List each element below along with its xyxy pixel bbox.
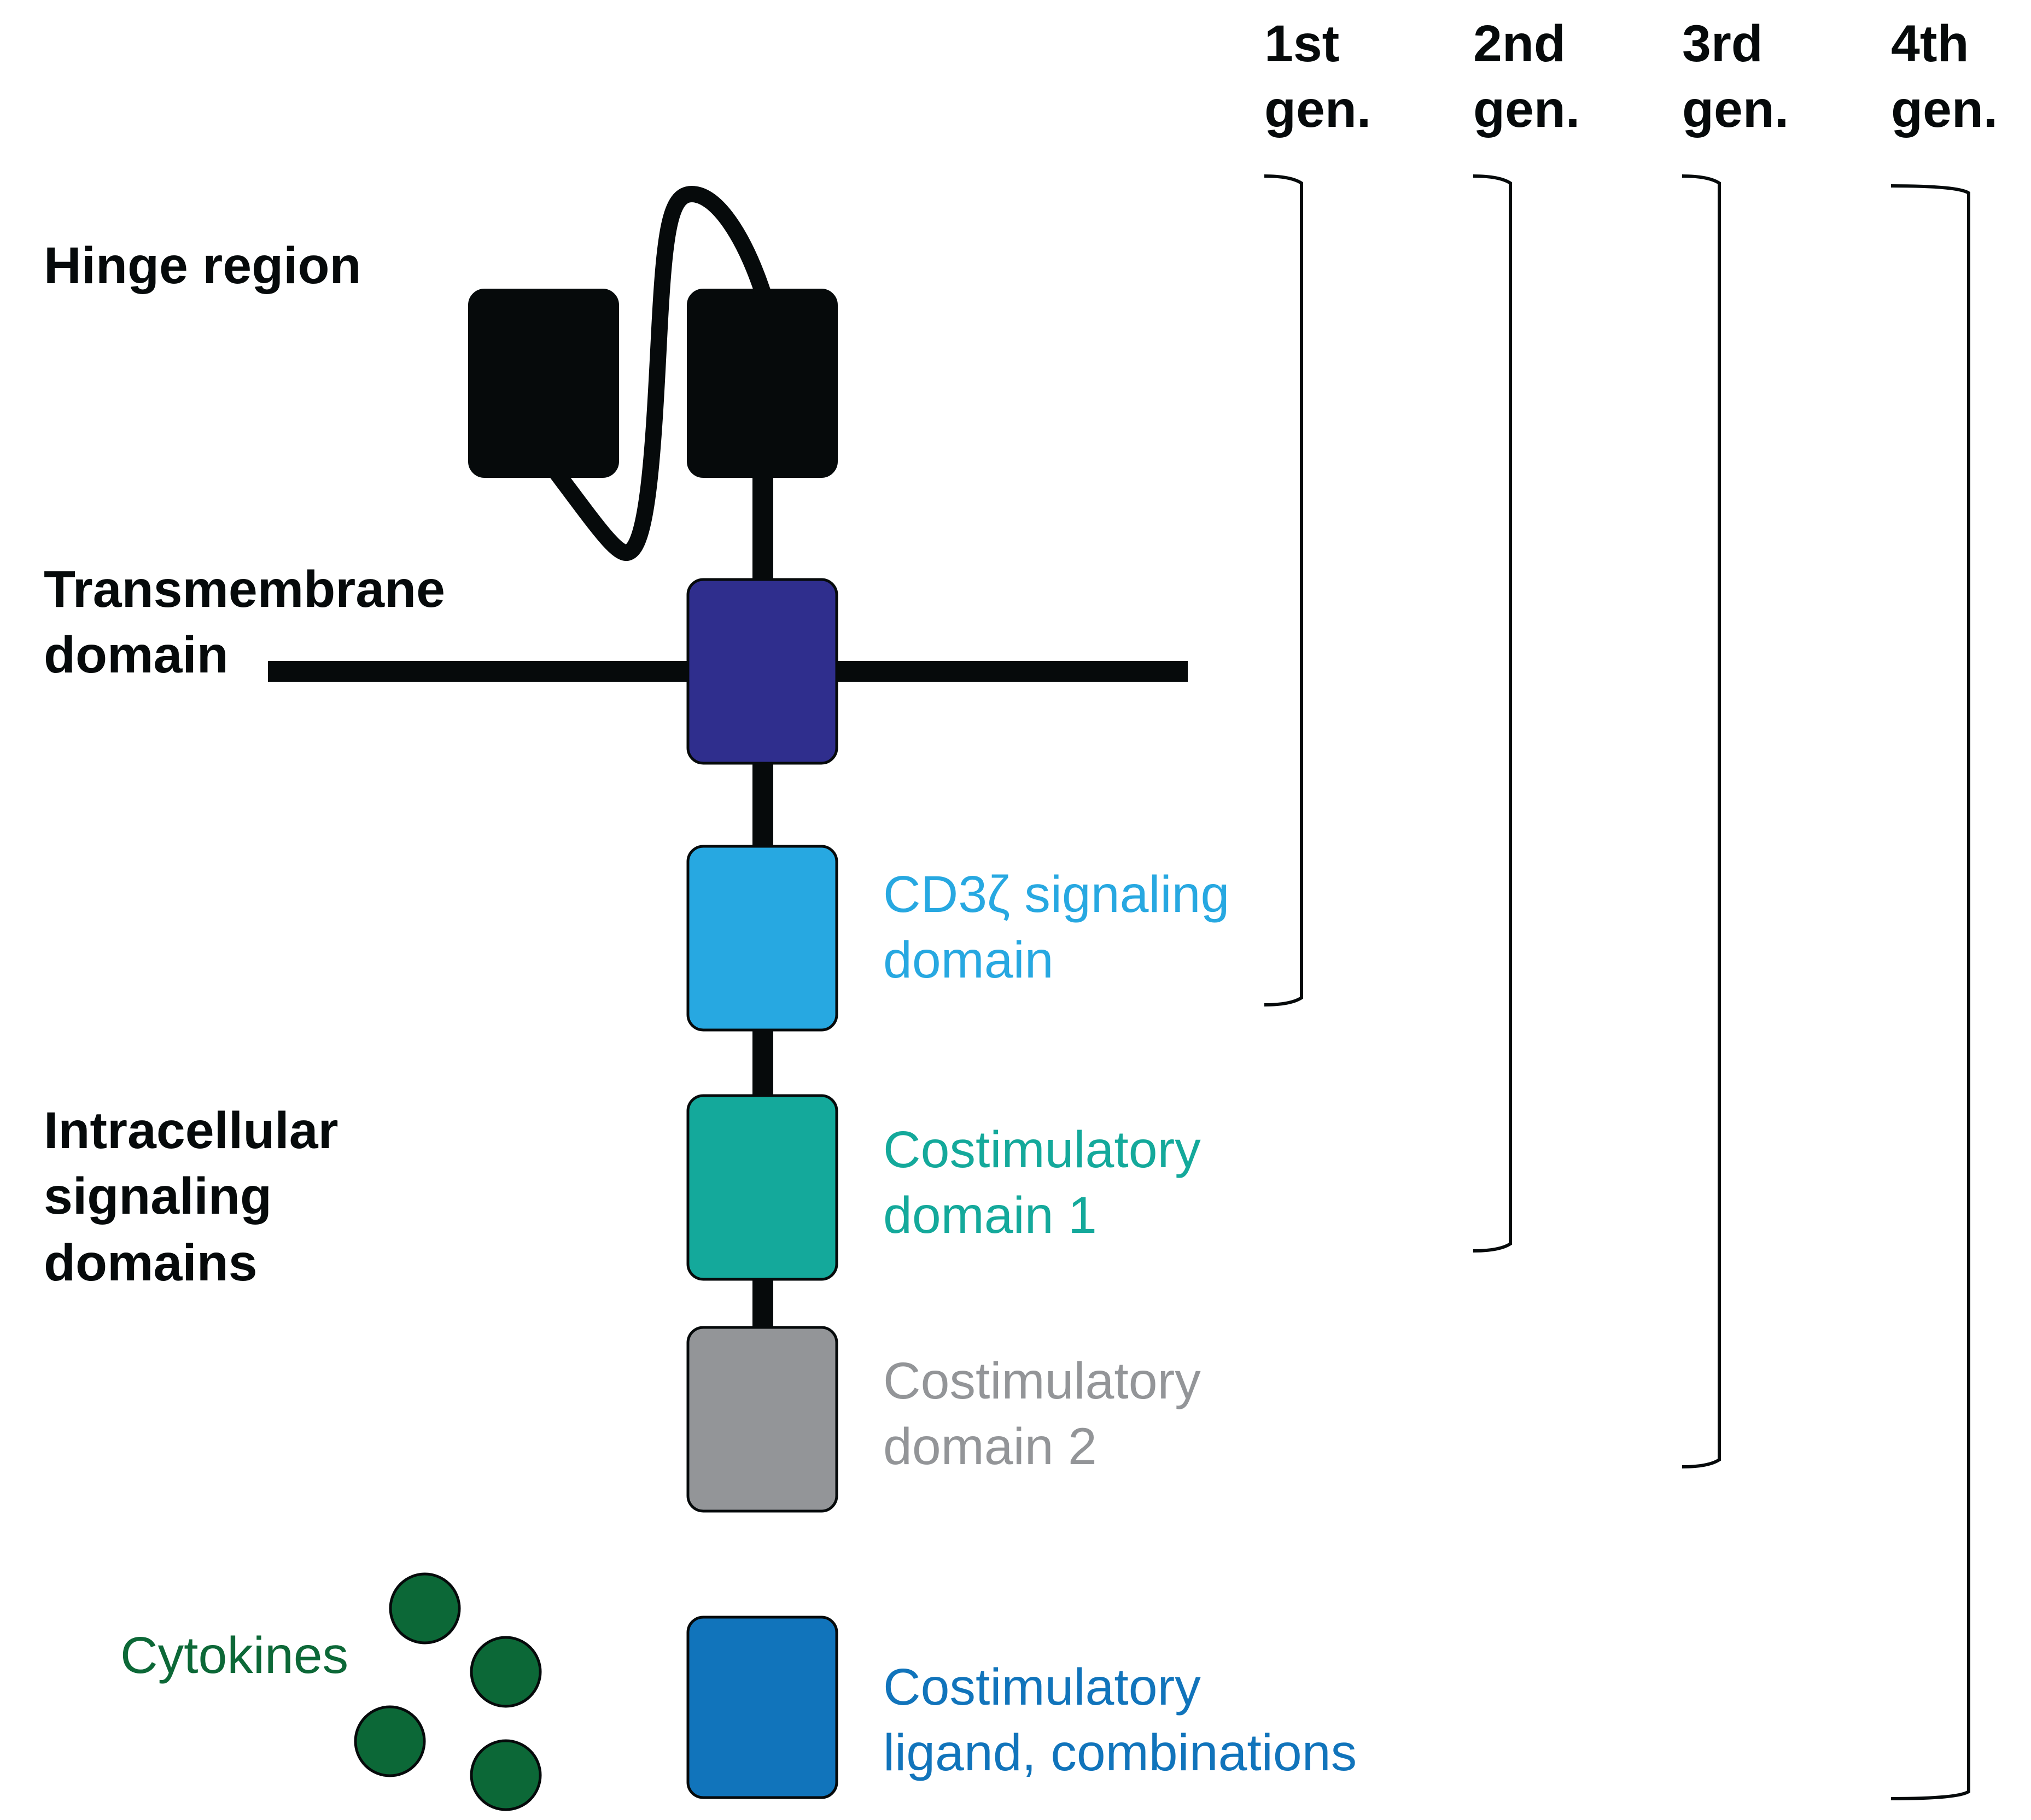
cd3z-domain-box	[686, 845, 838, 1032]
scfv-domain-right	[687, 289, 838, 478]
gen-1-label-line1: 1st	[1264, 15, 1339, 73]
ligand-label-line2: ligand, combinations	[883, 1724, 1357, 1782]
gen-2-label-line1: 2nd	[1473, 15, 1566, 73]
transmembrane-domain-box	[686, 578, 838, 765]
hinge-loop-curve	[550, 185, 771, 561]
hinge-region-label: Hinge region	[44, 237, 361, 295]
cytokines-label: Cytokines	[120, 1626, 348, 1684]
gen-2-bracket	[1473, 174, 1512, 1253]
costim2-label-line1: Costimulatory	[883, 1352, 1201, 1410]
gen-3-label-line1: 3rd	[1682, 15, 1763, 73]
costim-domain-2-box	[686, 1326, 838, 1513]
intracellular-label-line1: Intracellular	[44, 1102, 338, 1160]
costim1-label-line1: Costimulatory	[883, 1121, 1201, 1179]
cytokine-circle	[389, 1572, 461, 1645]
costim-ligand-box	[686, 1616, 838, 1799]
transmembrane-label-line2: domain	[44, 626, 229, 684]
gen-3-bracket	[1682, 174, 1721, 1468]
scfv-domain-left	[468, 289, 619, 478]
costim1-label-line2: domain 1	[883, 1186, 1097, 1244]
cd3z-label-line2: domain	[883, 931, 1054, 989]
intracellular-label-line2: signaling	[44, 1167, 272, 1225]
cytokine-circle	[470, 1636, 542, 1708]
costim2-label-line2: domain 2	[883, 1418, 1097, 1476]
gen-3-label-line2: gen.	[1682, 80, 1789, 138]
transmembrane-label-line1: Transmembrane	[44, 560, 445, 618]
gen-1-bracket	[1264, 174, 1303, 1006]
cd3z-label-line1: CD3ζ signaling	[883, 865, 1229, 923]
cytokine-circle	[354, 1705, 426, 1777]
gen-4-label-line2: gen.	[1891, 80, 1998, 138]
costim-domain-1-box	[686, 1094, 838, 1281]
gen-2-label-line2: gen.	[1473, 80, 1580, 138]
gen-4-label-line1: 4th	[1891, 15, 1969, 73]
ligand-label-line1: Costimulatory	[883, 1658, 1201, 1716]
cytokine-circle	[470, 1739, 542, 1811]
intracellular-label-line3: domains	[44, 1234, 258, 1292]
gen-1-label-line2: gen.	[1264, 80, 1371, 138]
gen-4-bracket	[1890, 184, 1970, 1800]
